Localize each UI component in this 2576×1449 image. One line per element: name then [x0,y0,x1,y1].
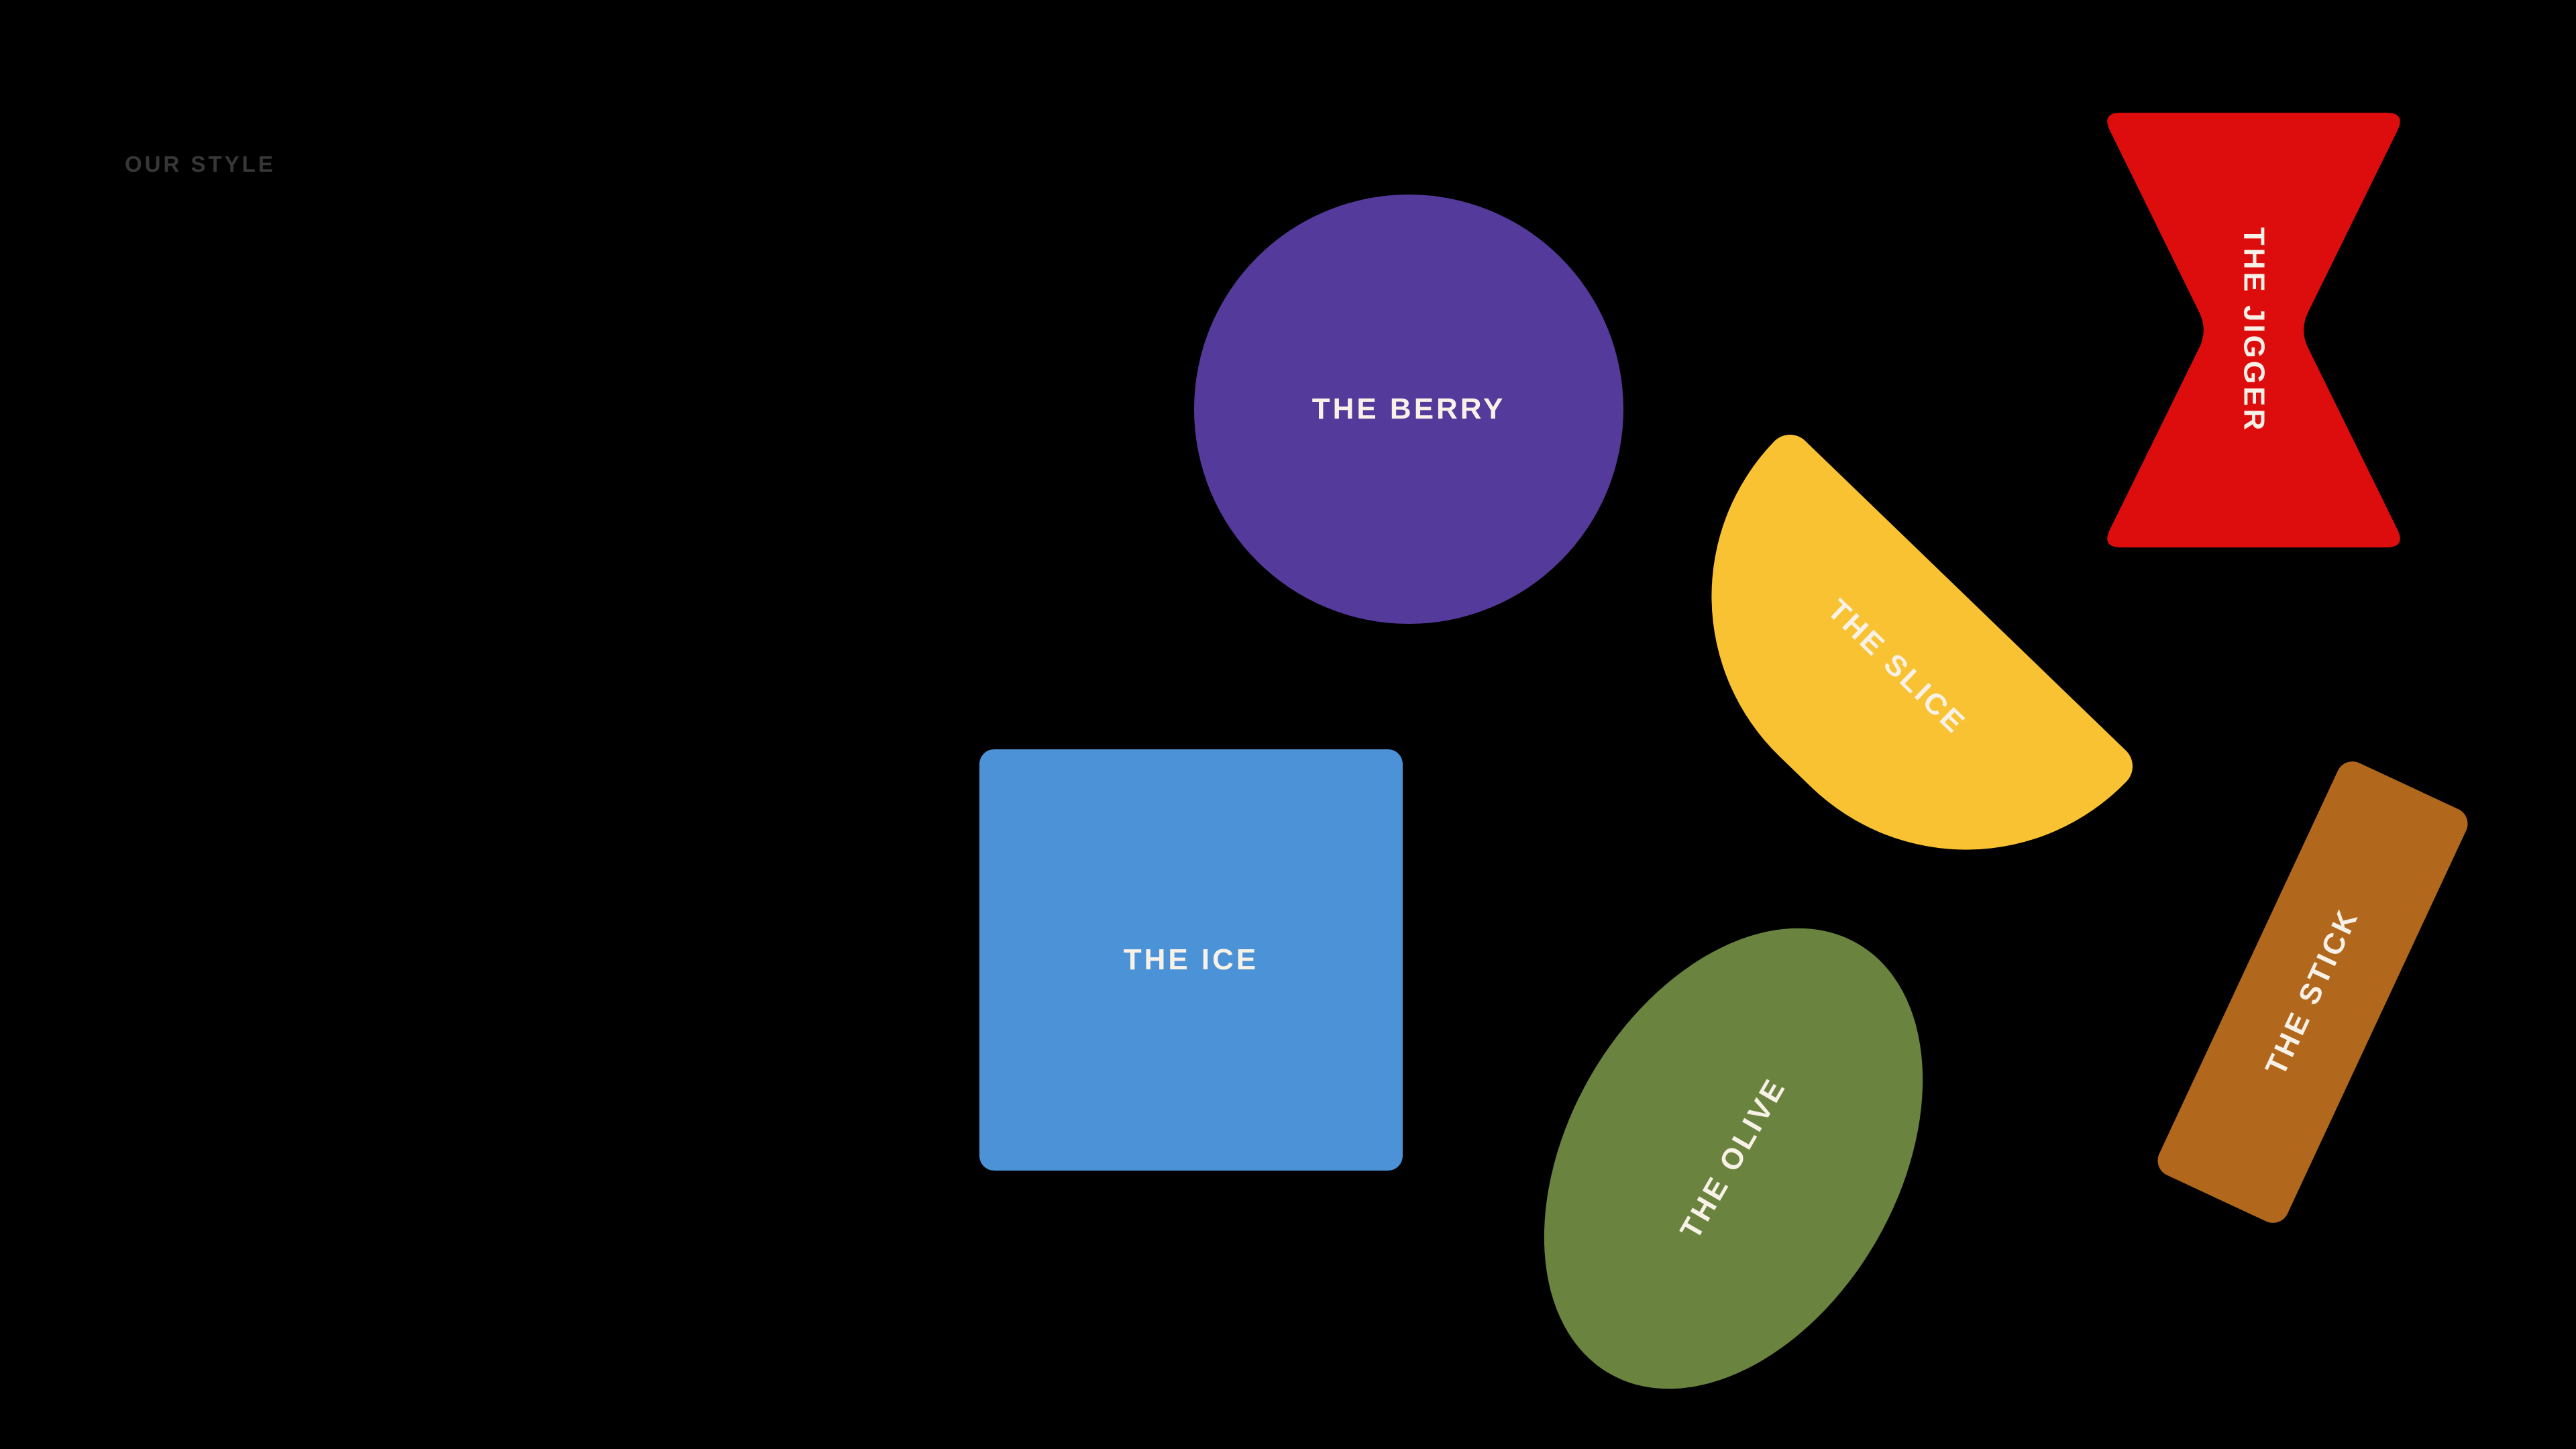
stick-label: THE STICK [2259,903,2365,1081]
stick-bar: THE STICK [2152,756,2473,1228]
berry-label: THE BERRY [1311,392,1506,425]
jigger-label-wrap: THE JIGGER [2101,113,2406,547]
olive-label: THE OLIVE [1674,1072,1792,1245]
jigger-hourglass [2107,113,2400,547]
jigger-shape-path [2107,113,2400,547]
slice-half-circle: THE SLICE [1619,425,2142,943]
berry-circle: THE BERRY [1194,195,1623,624]
olive-ellipse: THE OLIVE [1466,861,2001,1449]
slice-label: THE SLICE [1821,593,1973,741]
jigger-label: THE JIGGER [2237,227,2271,433]
ice-square: THE ICE [979,749,1403,1171]
section-title: OUR STYLE [125,152,276,176]
ice-label: THE ICE [1123,943,1259,976]
